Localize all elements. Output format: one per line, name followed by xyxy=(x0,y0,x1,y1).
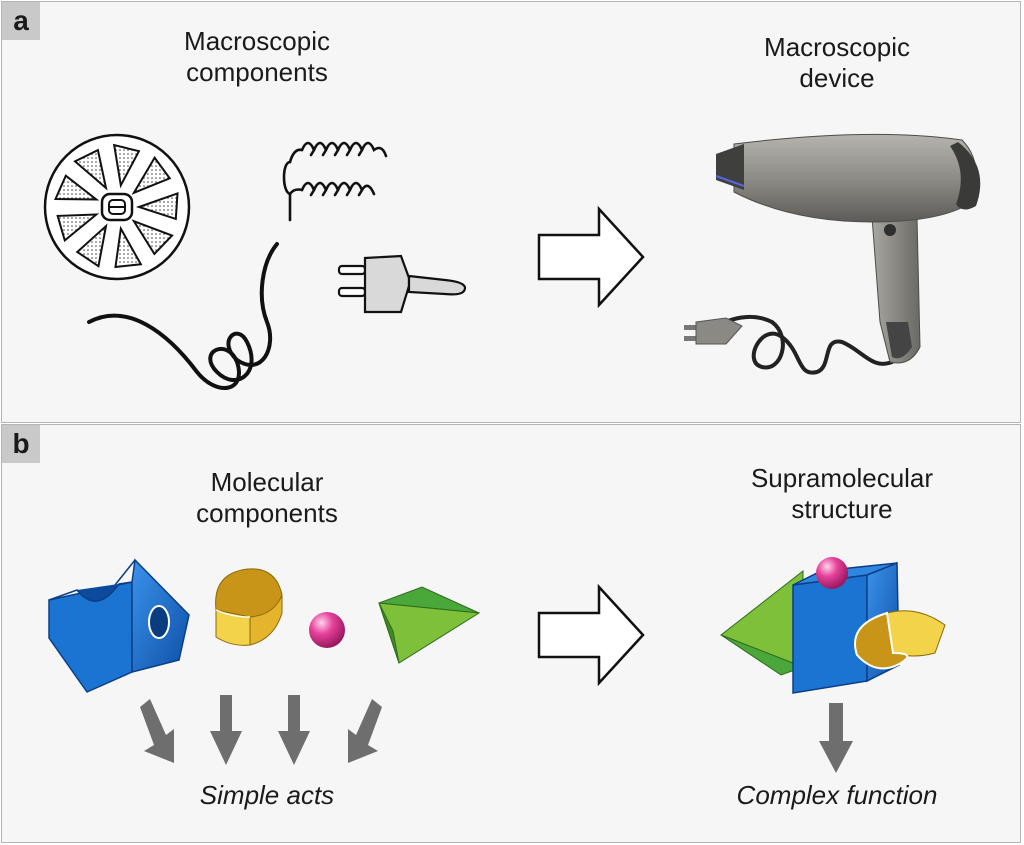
molecular-components-label: Molecular components xyxy=(196,467,338,528)
macroscopic-device-label: Macroscopic device xyxy=(764,32,910,93)
fan-blade xyxy=(135,192,179,221)
right-arrow-icon xyxy=(537,205,645,309)
supramolecular-assembly-icon xyxy=(719,557,946,694)
fan-blade xyxy=(131,155,172,195)
plug-icon xyxy=(337,254,467,314)
down-arrow-icon xyxy=(348,699,382,763)
fan-blade xyxy=(131,219,174,256)
down-arrow-icon xyxy=(210,695,242,765)
panel-a-tag: a xyxy=(2,2,40,40)
sphere-component-icon xyxy=(309,612,345,648)
cube-component-icon xyxy=(48,558,190,693)
panel-b: b Molecular components Supramolecular st… xyxy=(1,424,1021,843)
simple-acts-caption: Simple acts xyxy=(199,780,335,810)
cord-icon xyxy=(87,242,279,390)
right-arrow-icon xyxy=(537,583,645,687)
hair-dryer-icon xyxy=(684,133,981,375)
prism-component-icon xyxy=(378,586,481,664)
down-arrow-icon xyxy=(278,695,310,765)
supramolecular-structure-label: Supramolecular structure xyxy=(750,463,934,524)
down-arrow-icon xyxy=(819,703,853,773)
complex-function-caption: Complex function xyxy=(736,780,938,810)
simple-acts-arrows xyxy=(140,695,382,765)
macroscopic-components-label: Macroscopic components xyxy=(184,26,330,87)
panel-a: a Macroscopic components Macroscopic dev… xyxy=(1,1,1021,423)
down-arrow-icon xyxy=(140,699,174,763)
fan-blade xyxy=(112,143,141,189)
spring-icon xyxy=(282,141,388,222)
fan-blade xyxy=(114,225,143,269)
fan-blade xyxy=(56,213,100,243)
fan-blade xyxy=(73,148,108,191)
panel-b-tag: b xyxy=(2,425,40,463)
fan-blade xyxy=(53,174,100,201)
half-cylinder-component-icon xyxy=(215,568,283,646)
fan-blade xyxy=(75,223,108,268)
fan-icon xyxy=(43,133,191,281)
